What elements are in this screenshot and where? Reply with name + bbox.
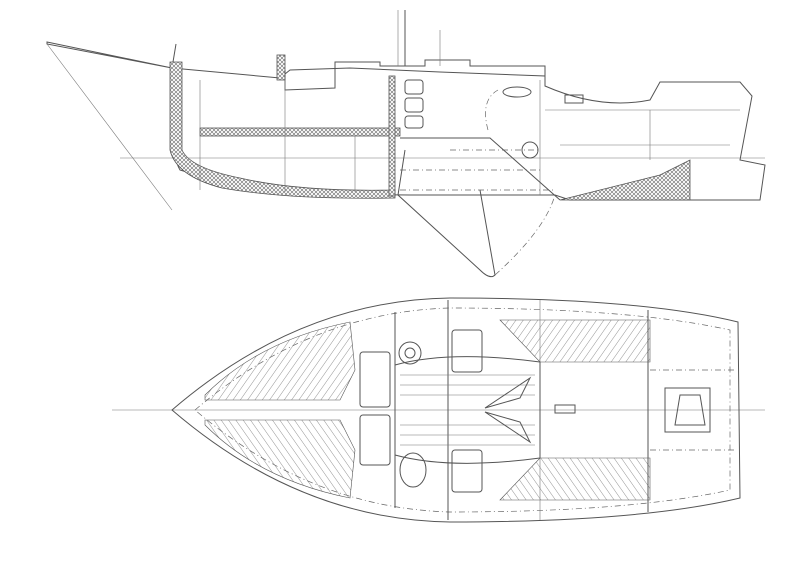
forward-berth-top [204,321,356,401]
port-window [404,115,424,129]
hatch-head [359,414,391,466]
stove-burner-inner [404,347,416,359]
hatch-forward [359,351,391,408]
deck-edge [194,307,731,513]
floorboards [400,374,535,446]
ports [404,79,584,129]
companionway-ladder [400,137,561,201]
hull-outline-plan [171,297,741,523]
cushion-top [451,329,483,373]
aft-core-section [559,159,691,201]
ballast-lines [400,149,555,191]
cabin-sole-plan [394,356,541,464]
profile-view [46,10,766,278]
settee-bottom [499,457,651,501]
winch [521,141,539,159]
cockpit-well [664,387,711,433]
main-bulkhead [388,75,396,197]
cabin-top [284,59,546,91]
hatch-oval [502,86,532,98]
centerboard-swing-arc [485,89,556,276]
companionway-steps [484,376,532,444]
forward-berth-bottom [204,419,356,499]
stove-burner-icon [398,341,422,365]
bowsprit [46,41,173,69]
port-window [404,79,424,95]
forward-bulkhead-top [276,54,286,81]
port-window [404,97,424,113]
outboard-well [674,394,706,426]
vent [564,94,584,104]
sink [399,452,427,488]
centerboard [397,149,496,278]
forestay [46,43,173,211]
settee-top [499,319,651,363]
cabin-sole [199,127,401,137]
plan-view [112,297,765,523]
tiller-fitting [554,404,576,414]
cushion-bottom [451,449,483,493]
